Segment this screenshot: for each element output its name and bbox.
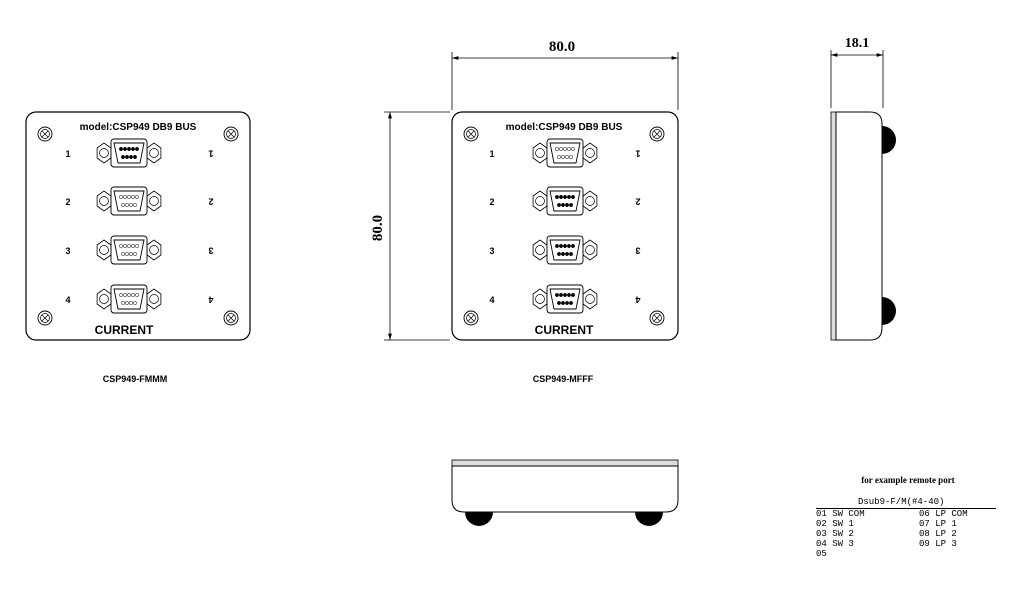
mfff-screw-bottom-left	[463, 310, 479, 326]
pinout-table: for example remote port Dsub9-F/M(#4-40)…	[816, 475, 996, 559]
dimension-height-value: 80.0	[370, 215, 386, 241]
fmmm-screw-bottom-right	[223, 310, 239, 326]
bottom-view	[451, 459, 679, 526]
pinout-cell: 05	[816, 549, 827, 559]
pinout-cell: 02 SW 1	[816, 519, 854, 529]
caption-fmmm: CSP949-FMMM	[103, 374, 168, 384]
mfff-port-label-mirrored-2: 2	[635, 197, 640, 207]
fmmm-port-label-mirrored-4: 4	[208, 295, 213, 305]
bottom-view-foot-left	[465, 512, 493, 526]
side-view-foot-bottom	[882, 297, 896, 325]
side-view-body	[835, 111, 883, 341]
mfff-port-label-mirrored-3: 3	[635, 246, 640, 256]
fmmm-screw-top-left	[37, 126, 53, 142]
fmmm-port-label-4: 4	[65, 295, 70, 305]
dimension-height: 80.0	[370, 111, 450, 341]
fmmm-screw-top-right	[223, 126, 239, 142]
panel-fmmm-current: CURRENT	[95, 323, 154, 337]
fmmm-port-label-2: 2	[65, 197, 70, 207]
panel-mfff-current: CURRENT	[535, 323, 594, 337]
fmmm-db9-connector-4	[96, 284, 162, 314]
pinout-cell: 08 LP 2	[919, 529, 957, 539]
side-view-foot-top	[882, 126, 896, 154]
pinout-row: 02 SW 1 07 LP 1	[816, 519, 968, 529]
pinout-cell: 03 SW 2	[816, 529, 854, 539]
fmmm-db9-connector-1	[96, 138, 162, 168]
caption-mfff: CSP949-MFFF	[533, 374, 594, 384]
pinout-cell: 09 LP 3	[919, 539, 957, 549]
pinout-row: 03 SW 2 08 LP 2	[816, 529, 968, 539]
mfff-port-label-1: 1	[489, 149, 494, 159]
pinout-cell: 04 SW 3	[816, 539, 854, 549]
fmmm-port-label-mirrored-3: 3	[208, 246, 213, 256]
pinout-cell	[919, 549, 968, 559]
mfff-screw-top-left	[463, 126, 479, 142]
pinout-row: 04 SW 3 09 LP 3	[816, 539, 968, 549]
dimension-width-value: 80.0	[549, 39, 575, 55]
bottom-view-faceplate	[451, 459, 679, 467]
pinout-cell: 06 LP COM	[919, 509, 968, 519]
pinout-cell: 07 LP 1	[919, 519, 957, 529]
pinout-row: 05	[816, 549, 968, 559]
mfff-port-label-3: 3	[489, 246, 494, 256]
panel-fmmm-model: model:CSP949 DB9 BUS	[80, 122, 197, 133]
mfff-screw-bottom-right	[649, 310, 665, 326]
side-view: 18.1	[830, 36, 896, 341]
mfff-screw-top-right	[649, 126, 665, 142]
fmmm-screw-bottom-left	[37, 310, 53, 326]
mfff-db9-connector-2	[532, 186, 598, 216]
panel-fmmm-plate	[25, 111, 251, 341]
fmmm-port-label-1: 1	[65, 149, 70, 159]
mfff-db9-connector-4	[532, 284, 598, 314]
side-view-faceplate	[830, 111, 837, 341]
fmmm-port-label-mirrored-1: 1	[208, 149, 213, 159]
bottom-view-foot-right	[635, 512, 663, 526]
panel-fmmm: model:CSP949 DB9 BUS CURRENT 1 1 2 2 3 3 4 4	[25, 111, 251, 341]
mfff-db9-connector-3	[532, 235, 598, 265]
mfff-port-label-mirrored-4: 4	[635, 295, 640, 305]
mfff-port-label-2: 2	[489, 197, 494, 207]
panel-mfff-plate	[451, 111, 679, 341]
pinout-row: 01 SW COM 06 LP COM	[816, 509, 968, 519]
dimension-depth-value: 18.1	[845, 36, 870, 51]
fmmm-port-label-mirrored-2: 2	[208, 197, 213, 207]
panel-mfff-model: model:CSP949 DB9 BUS	[506, 122, 623, 133]
fmmm-port-label-3: 3	[65, 246, 70, 256]
pinout-heading: for example remote port	[861, 475, 955, 485]
pinout-cell: 01 SW COM	[816, 509, 865, 519]
mfff-db9-connector-1	[532, 138, 598, 168]
pinout-title: Dsub9-F/M(#4-40)	[816, 497, 996, 509]
fmmm-db9-connector-3	[96, 235, 162, 265]
panel-mfff: model:CSP949 DB9 BUS CURRENT 1 1 2 2 3 3 4 4	[451, 111, 679, 341]
mfff-port-label-4: 4	[489, 295, 494, 305]
bottom-view-body	[451, 465, 679, 513]
fmmm-db9-connector-2	[96, 186, 162, 216]
dimension-width: 80.0	[451, 39, 679, 110]
mfff-port-label-mirrored-1: 1	[635, 149, 640, 159]
